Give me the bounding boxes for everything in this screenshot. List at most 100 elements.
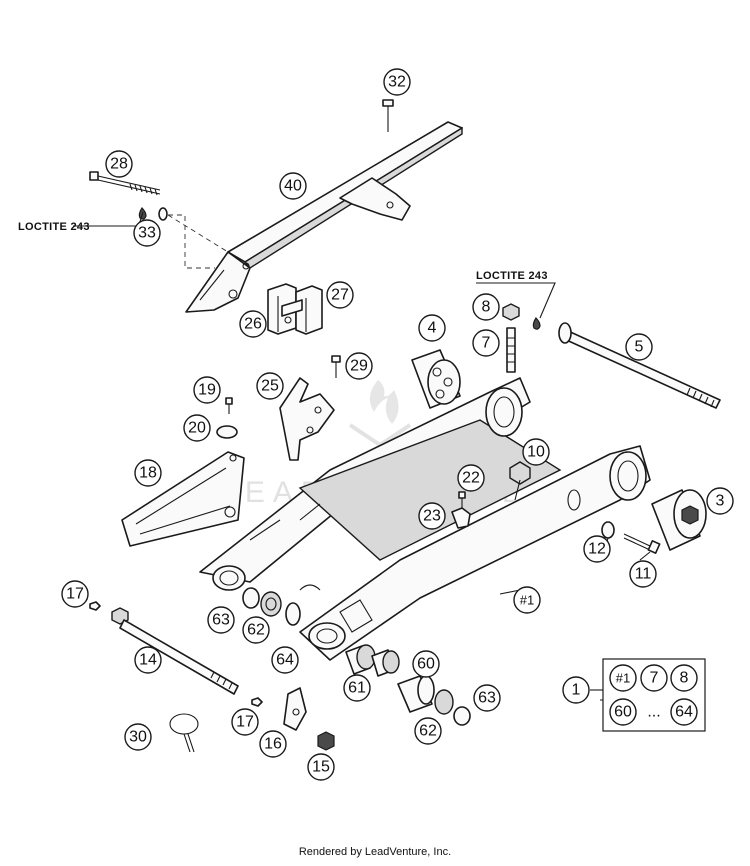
- svg-text:18: 18: [139, 465, 157, 482]
- callout-63: 63: [473, 684, 501, 712]
- bushing-3-part: [651, 489, 707, 551]
- kit-item: 64: [670, 698, 698, 726]
- seal-63-part: [242, 587, 260, 609]
- chain-guide-part: [185, 121, 463, 313]
- callout-40: 40: [279, 172, 307, 200]
- kit-box: 1 #1 7 8 60 ... 64: [562, 658, 706, 732]
- loctite-note: LOCTITE 243: [476, 270, 548, 282]
- svg-text:3: 3: [716, 493, 725, 510]
- callout-17: 17: [61, 580, 89, 608]
- svg-text:15: 15: [312, 759, 330, 776]
- swingarm-main-part: [199, 377, 651, 661]
- svg-text:19: 19: [198, 382, 216, 399]
- svg-text:61: 61: [348, 680, 366, 697]
- callout-28: 28: [105, 150, 133, 178]
- clip-bolt-part: [451, 491, 471, 529]
- callout-8: 8: [472, 293, 500, 321]
- callout-7: 7: [472, 329, 500, 357]
- cap-17-part: [251, 697, 263, 707]
- svg-text:14: 14: [139, 652, 157, 669]
- svg-text:16: 16: [264, 736, 282, 753]
- svg-text:60: 60: [614, 704, 632, 721]
- callout-16: 16: [259, 730, 287, 758]
- nut-10-part: [509, 461, 531, 485]
- cap-17-part: [89, 601, 101, 611]
- svg-text:62: 62: [419, 723, 437, 740]
- svg-text:63: 63: [478, 690, 496, 707]
- callout-1: 1: [562, 676, 590, 704]
- callout-18: 18: [134, 459, 162, 487]
- bearing-block-part: [411, 349, 461, 409]
- assembly-line: [167, 214, 229, 253]
- bolt-19-part: [225, 397, 233, 414]
- callout-61: 61: [343, 674, 371, 702]
- svg-text:40: 40: [284, 178, 302, 195]
- svg-text:5: 5: [635, 339, 644, 356]
- svg-text:64: 64: [675, 704, 693, 721]
- loctite-note: LOCTITE 243: [18, 221, 90, 233]
- svg-text:8: 8: [482, 299, 491, 316]
- nut-stud-part: [502, 303, 520, 373]
- svg-text:28: 28: [110, 156, 128, 173]
- svg-text:11: 11: [635, 566, 652, 583]
- plate-16-part: [283, 687, 307, 731]
- callout-17: 17: [231, 708, 259, 736]
- bracket-25-part: [279, 377, 335, 461]
- callout-swingarm: #1: [513, 586, 541, 614]
- callout-25: 25: [256, 372, 284, 400]
- callout-10: 10: [522, 438, 550, 466]
- svg-text:30: 30: [129, 729, 147, 746]
- kit-ellipsis: ...: [647, 704, 660, 721]
- callout-14: 14: [134, 646, 162, 674]
- kit-item: 8: [670, 664, 698, 692]
- assembly-line: [168, 214, 215, 269]
- callout-27: 27: [326, 281, 354, 309]
- kit-item: 60: [609, 698, 637, 726]
- svg-text:17: 17: [66, 586, 84, 603]
- svg-text:29: 29: [350, 358, 368, 375]
- svg-text:#1: #1: [616, 671, 630, 686]
- callout-62: 62: [414, 717, 442, 745]
- svg-text:10: 10: [527, 444, 545, 461]
- footer-credit: Rendered by LeadVenture, Inc.: [298, 846, 452, 858]
- svg-text:#1: #1: [520, 593, 534, 608]
- svg-text:63: 63: [212, 612, 230, 629]
- washer-20-part: [216, 425, 238, 439]
- washer-33-part: [158, 207, 168, 221]
- callout-33: 33: [133, 219, 161, 247]
- chain-slider-part: [121, 451, 245, 547]
- callout-22: 22: [457, 464, 485, 492]
- pivot-bolt-part: [111, 607, 239, 695]
- svg-text:25: 25: [261, 378, 279, 395]
- svg-text:8: 8: [680, 670, 689, 687]
- callout-60: 60: [412, 650, 440, 678]
- callout-63: 63: [207, 606, 235, 634]
- bearing-62-part: [260, 591, 282, 617]
- svg-text:26: 26: [244, 316, 262, 333]
- callout-64: 64: [271, 646, 299, 674]
- swingarm-axle-part: [532, 317, 721, 409]
- nut-15-part: [317, 731, 335, 751]
- callout-20: 20: [183, 414, 211, 442]
- svg-text:1: 1: [572, 682, 581, 699]
- cable-tie-part: [169, 713, 199, 753]
- svg-text:27: 27: [331, 287, 349, 304]
- kit-item: #1: [609, 664, 637, 692]
- spacer-64-part: [285, 602, 301, 626]
- callout-3: 3: [706, 487, 734, 515]
- callout-23: 23: [418, 502, 446, 530]
- chain-block-part: [267, 283, 323, 335]
- callout-11: 11: [629, 560, 657, 588]
- bolt-11-part: [623, 533, 661, 554]
- callout-15: 15: [307, 753, 335, 781]
- svg-text:22: 22: [462, 470, 480, 487]
- svg-text:60: 60: [417, 656, 435, 673]
- bolt-29-part: [331, 355, 341, 378]
- callout-12: 12: [583, 535, 611, 563]
- svg-text:4: 4: [428, 320, 437, 337]
- callout-4: 4: [418, 314, 446, 342]
- bolt-32-part: [382, 99, 394, 132]
- bolt-28-part: [89, 171, 161, 220]
- svg-text:7: 7: [482, 335, 491, 352]
